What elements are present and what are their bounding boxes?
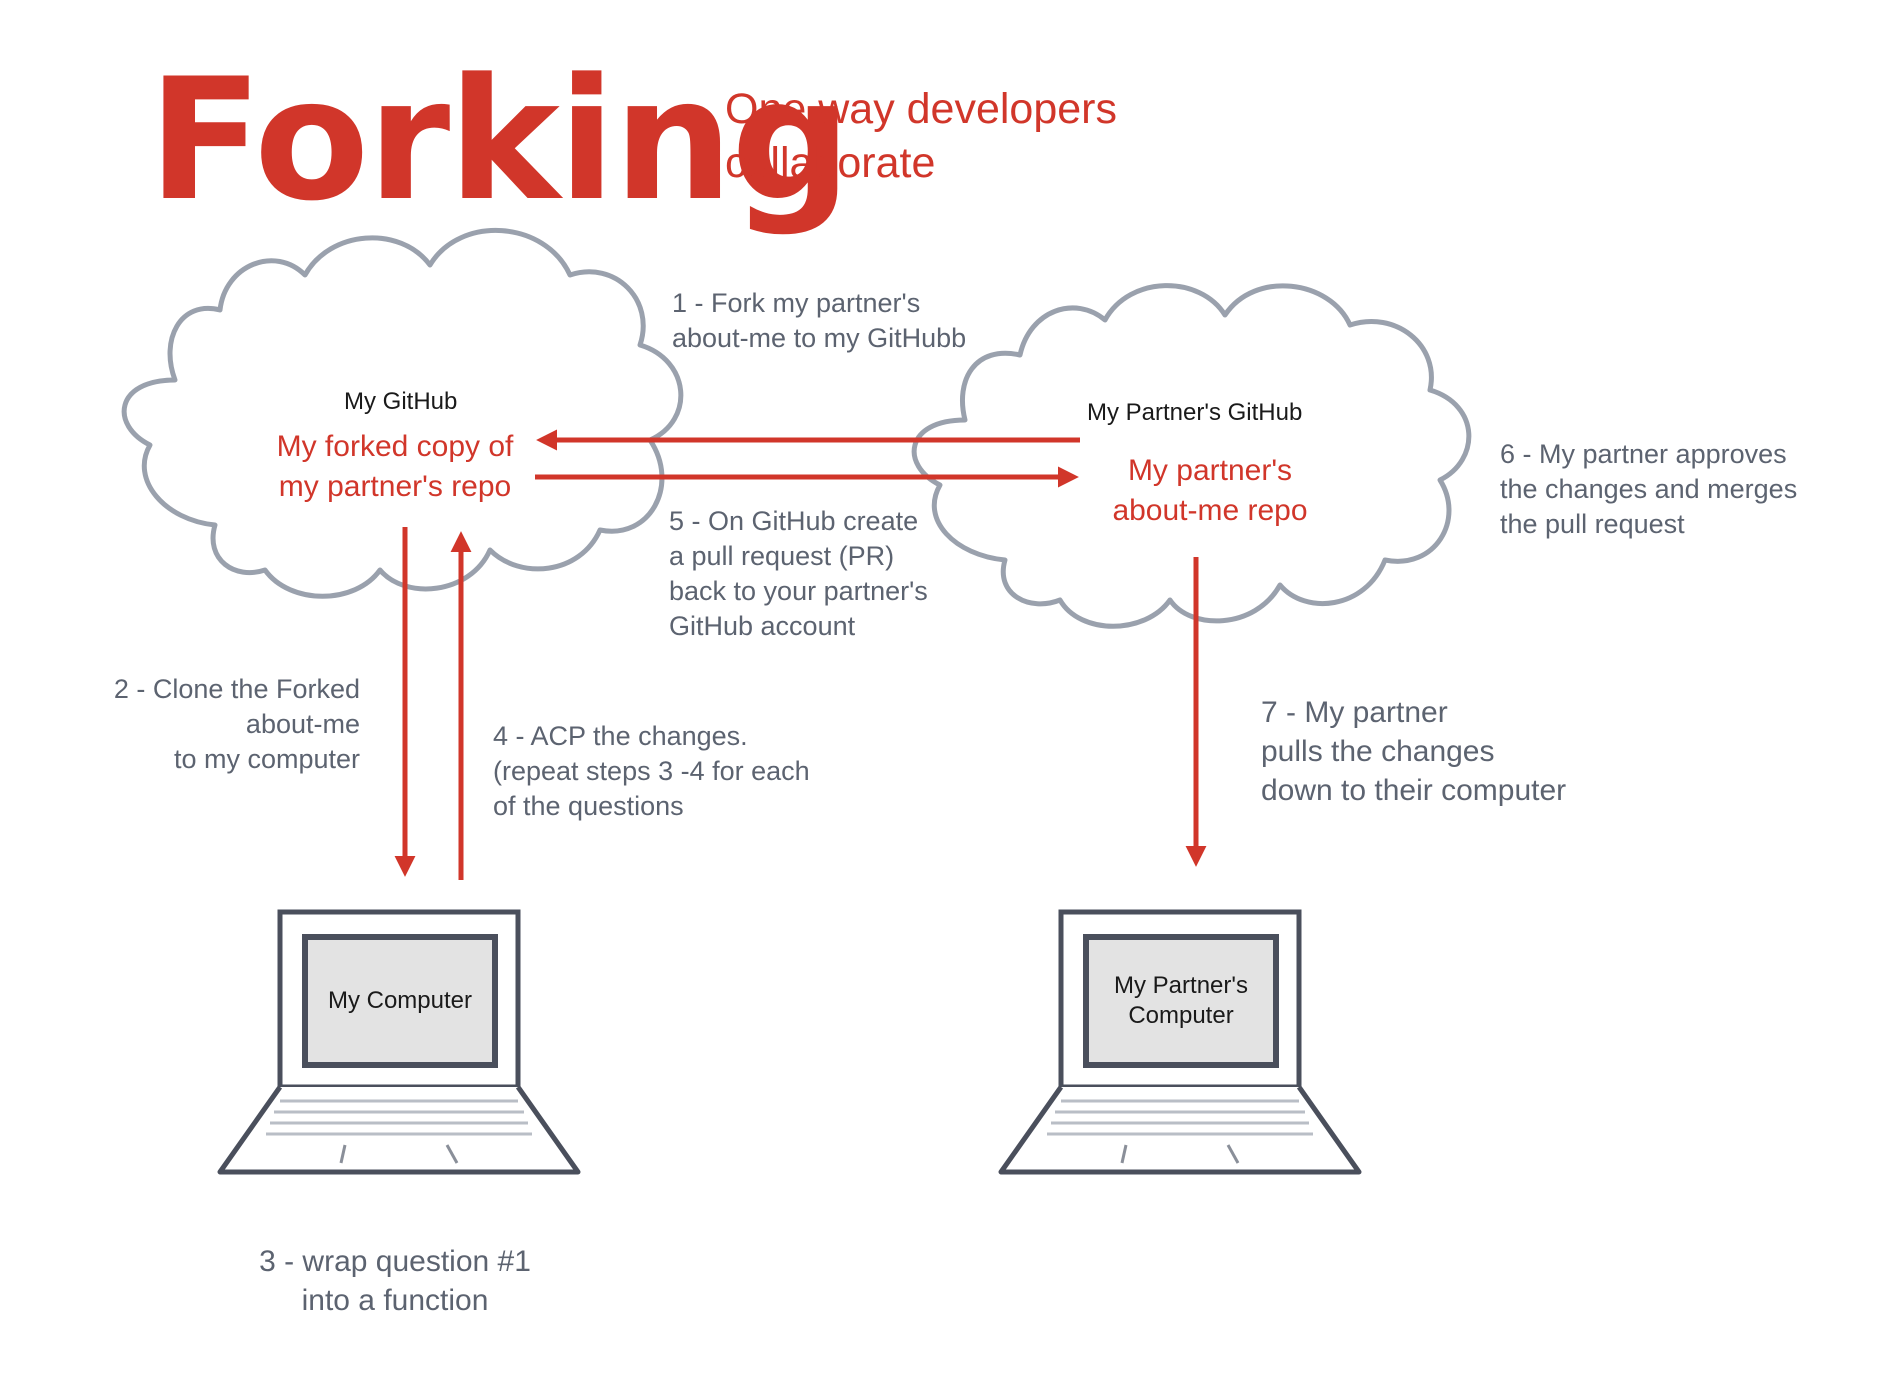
- step-line: to my computer: [173, 744, 360, 774]
- step-line: 6 - My partner approves: [1500, 439, 1787, 469]
- page-subtitle: One way developers collaborate: [725, 82, 1117, 190]
- repo-line: My partner's: [1127, 454, 1293, 487]
- partner-github-title: My Partner's GitHub: [1087, 399, 1303, 426]
- screen-label-line: Computer: [1128, 1002, 1234, 1029]
- step-6-label: 6 - My partner approves the changes and …: [1500, 437, 1797, 542]
- step-4-label: 4 - ACP the changes. (repeat steps 3 -4 …: [493, 719, 810, 824]
- subtitle-line: collaborate: [725, 139, 936, 187]
- my-computer-screen: [302, 934, 498, 1068]
- repo-line: about-me repo: [1112, 494, 1308, 527]
- step-2-label: 2 - Clone the Forked about-me to my comp…: [60, 672, 360, 777]
- screen-label-line: My Partner's: [1114, 972, 1248, 999]
- my-computer-laptop: [217, 909, 581, 1175]
- step-3-label: 3 - wrap question #1 into a function: [235, 1242, 555, 1320]
- step-line: GitHub account: [669, 611, 856, 641]
- partner-github-repo-label: My partner's about-me repo: [1080, 451, 1340, 531]
- step-line: of the questions: [493, 791, 684, 821]
- step-5-label: 5 - On GitHub create a pull request (PR)…: [669, 504, 928, 644]
- partner-computer-screen: [1083, 934, 1279, 1068]
- repo-line: My forked copy of: [276, 430, 514, 463]
- step-line: pulls the changes: [1261, 735, 1495, 768]
- step-line: about-me to my GitHubb: [672, 323, 967, 353]
- step-line: the pull request: [1500, 509, 1685, 539]
- step-line: down to their computer: [1261, 774, 1567, 807]
- page-title: Forking: [148, 42, 851, 238]
- step-line: 7 - My partner: [1261, 696, 1448, 729]
- partner-computer-laptop: [998, 909, 1362, 1175]
- step-1-label: 1 - Fork my partner's about-me to my Git…: [672, 286, 966, 356]
- step-line: 2 - Clone the Forked: [113, 674, 360, 704]
- step-line: the changes and merges: [1500, 474, 1798, 504]
- my-github-title: My GitHub: [344, 388, 458, 415]
- step-line: 1 - Fork my partner's: [672, 288, 921, 318]
- step-line: a pull request (PR): [669, 541, 895, 571]
- my-computer-label: My Computer: [327, 987, 473, 1014]
- subtitle-line: One way developers: [725, 85, 1117, 133]
- step-line: 4 - ACP the changes.: [493, 721, 748, 751]
- my-github-repo-label: My forked copy of my partner's repo: [255, 427, 535, 507]
- step-7-label: 7 - My partner pulls the changes down to…: [1261, 693, 1566, 810]
- step-line: (repeat steps 3 -4 for each: [493, 756, 810, 786]
- step-line: about-me: [245, 709, 360, 739]
- step-line: 5 - On GitHub create: [669, 506, 919, 536]
- step-line: back to your partner's: [669, 576, 928, 606]
- repo-line: my partner's repo: [278, 470, 512, 503]
- partner-github-cloud: [911, 283, 1472, 629]
- partner-computer-label: My Partner's Computer: [1086, 971, 1276, 1031]
- step-line: into a function: [301, 1284, 489, 1317]
- step-line: 3 - wrap question #1: [259, 1245, 531, 1278]
